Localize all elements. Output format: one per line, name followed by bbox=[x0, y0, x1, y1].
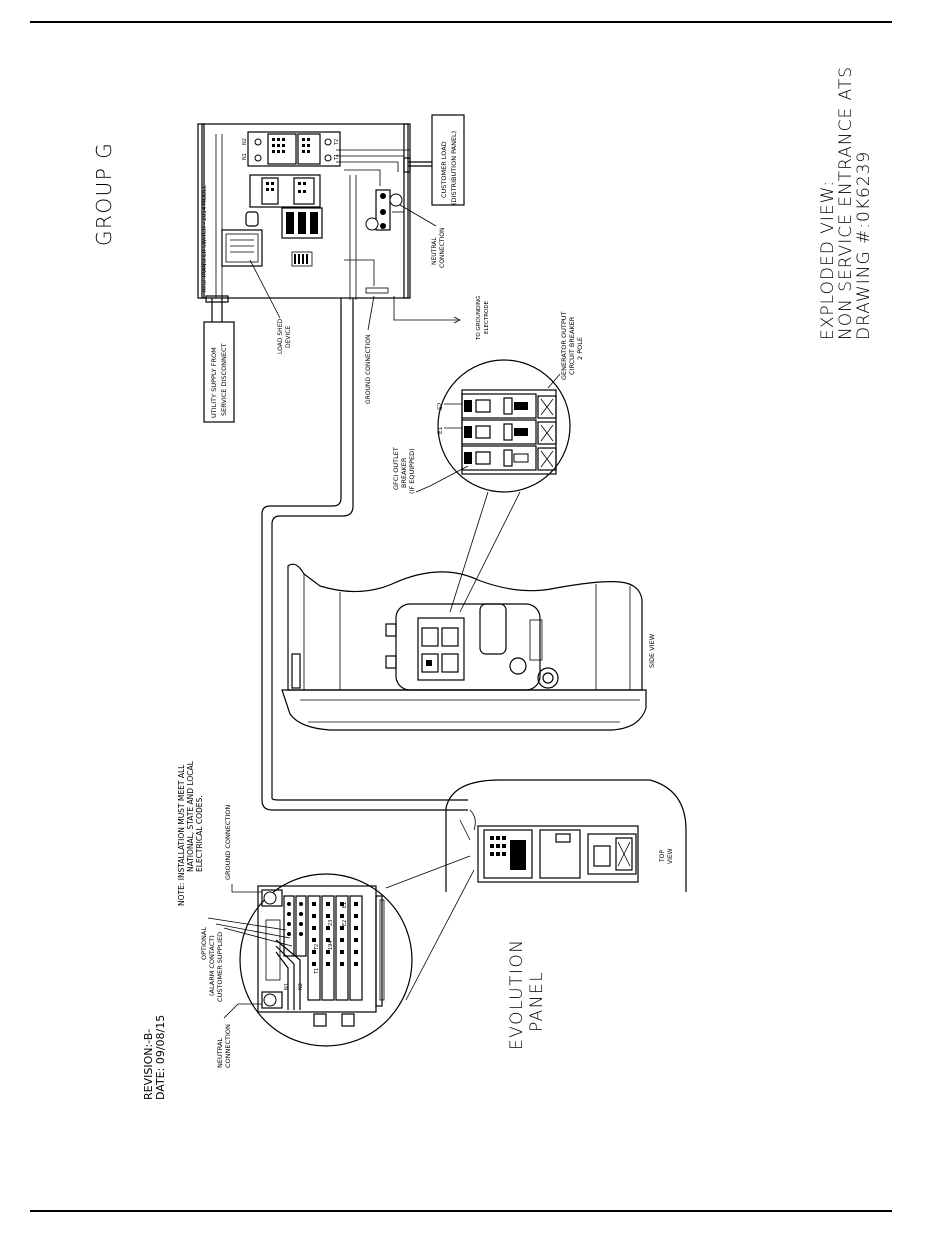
ground-connection-detail-label: GROUND CONNECTION bbox=[224, 805, 232, 880]
neutral-connection-label-2: CONNECTION bbox=[439, 227, 446, 268]
load-shed-label-1: LOAD SHED bbox=[277, 319, 284, 354]
detail-terminal-t2: T2 bbox=[314, 944, 320, 951]
title-line-2: NON SERVICE ENTRANCE ATS bbox=[836, 66, 856, 340]
gen-breaker-label-1: GENERATOR OUTPUT bbox=[560, 312, 568, 380]
revision-block: REVISION:-B- DATE: 09/08/15 bbox=[142, 1015, 167, 1100]
gfci-callout: GFCI OUTLET BREAKER (IF EQUIPPED) bbox=[392, 447, 469, 494]
top-view-label-2: VIEW bbox=[667, 848, 674, 864]
to-grounding-label-2: ELECTRODE bbox=[484, 300, 490, 334]
customer-load-box: CUSTOMER LOAD (DISTRIBUTION PANEL) bbox=[431, 114, 465, 206]
gfci-label-1: GFCI OUTLET bbox=[392, 447, 400, 490]
ground-connection-label: GROUND CONNECTION bbox=[365, 335, 372, 404]
detail-terminal-e2: E2 bbox=[342, 920, 348, 926]
utility-label-2: SERVICE DISCONNECT bbox=[220, 343, 228, 416]
neutral-connection-detail-callout: NEUTRAL CONNECTION bbox=[216, 1003, 262, 1068]
utility-label-1: UTILITY SUPPLY FROM bbox=[210, 347, 218, 418]
evolution-label-1: EVOLUTION bbox=[507, 938, 527, 1050]
neutral-callout: NEUTRAL CONNECTION bbox=[399, 204, 446, 268]
side-view-label: SIDE VIEW bbox=[648, 633, 656, 668]
evolution-label-2: PANEL bbox=[527, 971, 547, 1032]
note-line-3: ELECTRICAL CODES. bbox=[195, 795, 204, 872]
detail-terminal-n2: N2 bbox=[298, 983, 304, 990]
optional-label-1: OPTIONAL bbox=[200, 927, 208, 960]
breaker-detail: E2 E1 bbox=[437, 359, 571, 613]
gen-breaker-label-2: CIRCUIT BREAKER bbox=[568, 316, 576, 375]
optional-label-2: (ALARM CONTACT) bbox=[208, 935, 216, 996]
breaker-e1-label: E1 bbox=[437, 426, 444, 434]
to-grounding-label-1: TO GROUNDING bbox=[476, 296, 482, 341]
terminal-n1: N1 bbox=[242, 153, 248, 160]
optional-alarm-callout: OPTIONAL (ALARM CONTACT) CUSTOMER SUPPLI… bbox=[200, 917, 293, 1002]
gfci-label-2: BREAKER bbox=[400, 457, 408, 488]
note-line-1: NOTE: INSTALLATION MUST MEET ALL bbox=[177, 764, 186, 906]
ground-connection-callout: GROUND CONNECTION bbox=[365, 295, 375, 404]
transfer-switch: RTSI TRANSFER SWITCH - 2014 MODEL N1 N2 … bbox=[197, 123, 411, 299]
terminal-t2: T2 bbox=[334, 139, 340, 146]
title-line-1: EXPLODED VIEW: bbox=[818, 180, 838, 340]
utility-supply-box: UTILITY SUPPLY FROM SERVICE DISCONNECT bbox=[203, 295, 235, 423]
gfci-label-3: (IF EQUIPPED) bbox=[408, 448, 416, 494]
switch-model-label: RTSI TRANSFER SWITCH - 2014 MODEL bbox=[202, 184, 208, 292]
ground-connection-detail-callout: GROUND CONNECTION bbox=[224, 805, 262, 893]
installation-note: NOTE: INSTALLATION MUST MEET ALL NATIONA… bbox=[177, 760, 204, 906]
neutral-b-label-2: CONNECTION bbox=[224, 1024, 232, 1068]
group-title: GROUP G bbox=[92, 142, 116, 246]
switch-wiring bbox=[215, 134, 432, 300]
detail-terminal-194: 194 bbox=[328, 940, 334, 950]
detail-terminal-e1: E1 bbox=[342, 902, 348, 908]
title-line-3: DRAWING #:0K6239 bbox=[854, 151, 874, 340]
detail-terminal-n1: N1 bbox=[284, 983, 290, 990]
evolution-panel-label: EVOLUTION PANEL bbox=[507, 938, 547, 1050]
gen-breaker-label-3: 2 POLE bbox=[576, 337, 584, 360]
load-shed-label-2: DEVICE bbox=[285, 326, 292, 348]
load-shed-callout: LOAD SHED DEVICE bbox=[249, 259, 292, 354]
generator-side-view: SIDE VIEW bbox=[281, 563, 656, 731]
optional-label-3: CUSTOMER SUPPLIED bbox=[216, 932, 224, 1002]
neutral-connection-label-1: NEUTRAL bbox=[431, 237, 438, 265]
title-block: EXPLODED VIEW: NON SERVICE ENTRANCE ATS … bbox=[818, 66, 874, 340]
terminal-t1: T1 bbox=[334, 154, 340, 161]
customer-load-label-1: CUSTOMER LOAD bbox=[440, 141, 448, 198]
revision-text: REVISION:-B- bbox=[142, 1029, 155, 1100]
evolution-panel-detail: N1 N2 T1 T2 194 23 E2 E1 bbox=[239, 873, 413, 1047]
conduit bbox=[261, 298, 468, 811]
neutral-b-label-1: NEUTRAL bbox=[216, 1038, 224, 1068]
detail-terminal-23: 23 bbox=[328, 920, 334, 926]
breaker-e2-label: E2 bbox=[437, 402, 444, 410]
revision-date: DATE: 09/08/15 bbox=[154, 1015, 167, 1100]
top-view-label-1: TOP bbox=[659, 850, 666, 863]
detail-terminal-t1: T1 bbox=[314, 968, 320, 975]
generator-top-view: TOP VIEW bbox=[385, 779, 687, 1001]
grounding-electrode-callout: TO GROUNDING ELECTRODE bbox=[393, 296, 490, 341]
customer-load-label-2: (DISTRIBUTION PANEL) bbox=[450, 131, 458, 205]
note-line-2: NATIONAL, STATE AND LOCAL bbox=[186, 760, 195, 872]
generator-breaker-callout: GENERATOR OUTPUT CIRCUIT BREAKER 2 POLE bbox=[547, 312, 584, 389]
terminal-n2: N2 bbox=[242, 138, 248, 145]
